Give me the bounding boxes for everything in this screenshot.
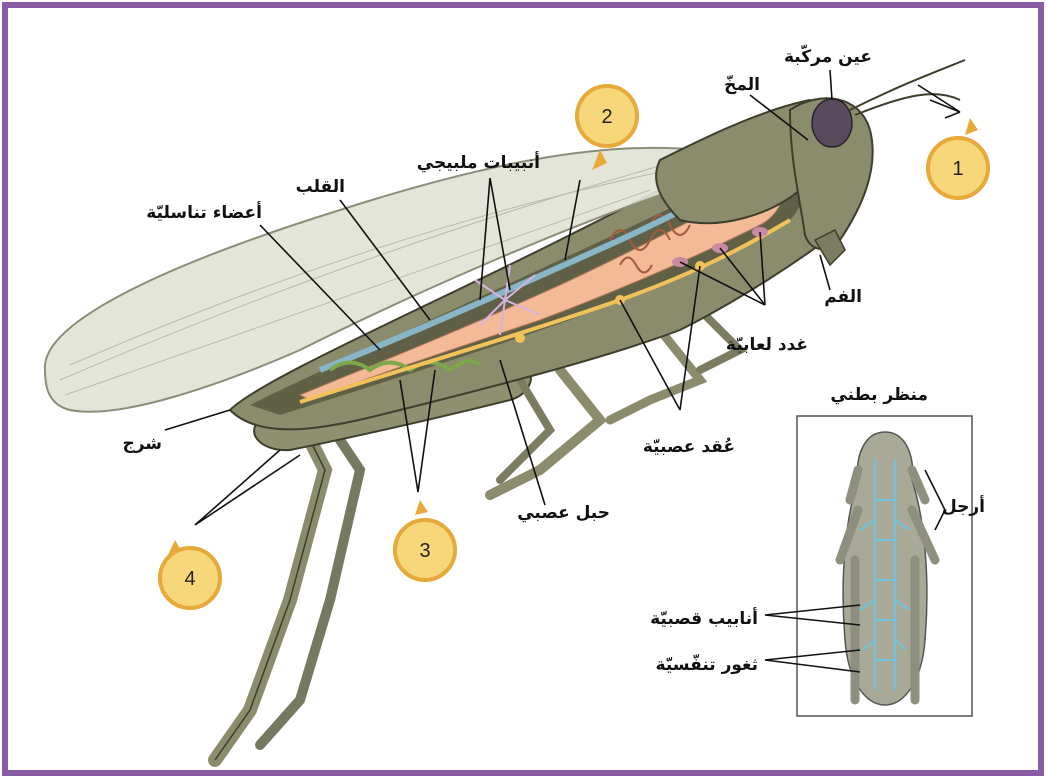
label-ganglia: عُقد عصبيّة: [643, 437, 735, 457]
label-nerve-cord: حبل عصبي: [517, 503, 610, 523]
label-ventral-view: منظر بطني: [830, 385, 928, 405]
ventral-view-inset: [797, 416, 972, 716]
label-malpighian: أنبيبات ملبيجي: [417, 151, 540, 173]
label-anus: شرج: [122, 434, 162, 454]
label-compound-eye: عين مركّبة: [784, 44, 872, 67]
badge-4-number: 4: [184, 568, 195, 590]
badge-3-number: 3: [419, 540, 430, 562]
ganglion: [515, 333, 525, 343]
label-heart: القلب: [296, 177, 345, 197]
label-legs: أرجل: [942, 495, 985, 517]
label-brain: المخّ: [724, 74, 760, 95]
badge-1-number: 1: [952, 158, 963, 180]
label-mouth: الفم: [824, 287, 862, 307]
label-spiracles: ثغور تنفّسيّة: [656, 653, 758, 675]
badge-2-number: 2: [601, 106, 612, 128]
label-salivary: غدد لعابيّة: [726, 335, 808, 355]
label-reproductive: أعضاء تناسليّة: [146, 201, 262, 223]
compound-eye: [812, 99, 852, 147]
label-tracheae: أنابيب قصبيّة: [650, 607, 758, 629]
